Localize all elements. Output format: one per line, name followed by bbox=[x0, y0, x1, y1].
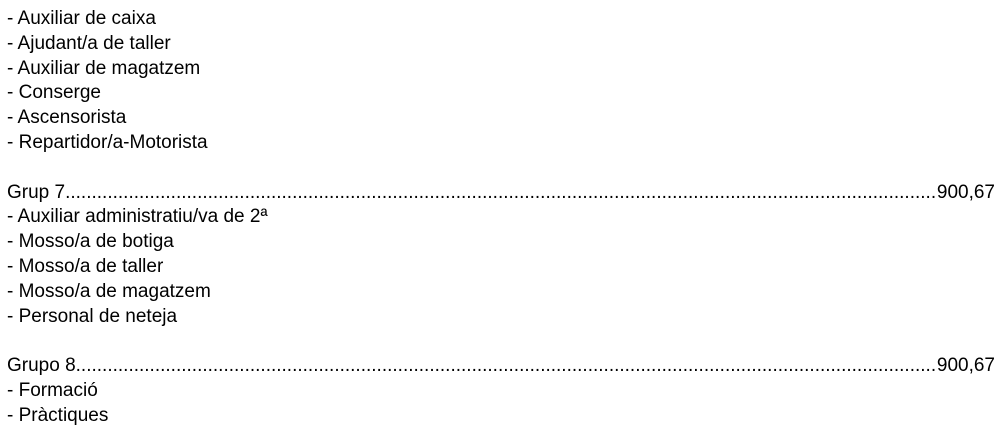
list-item: - Ajudant/a de taller bbox=[7, 32, 171, 54]
list-item: - Auxiliar de magatzem bbox=[7, 57, 201, 79]
group-amount: 900,67 bbox=[936, 181, 995, 203]
document-body: - Auxiliar de caixa - Ajudant/a de talle… bbox=[7, 7, 995, 429]
list-item: - Pràctiques bbox=[7, 404, 109, 426]
dot-leader bbox=[65, 181, 937, 206]
list-item: - Formació bbox=[7, 379, 98, 401]
list-item: - Repartidor/a-Motorista bbox=[7, 131, 208, 153]
list-item: - Ascensorista bbox=[7, 107, 127, 129]
list-item: - Personal de neteja bbox=[7, 305, 178, 327]
list-item: - Conserge bbox=[7, 82, 101, 104]
list-item: - Mosso/a de magatzem bbox=[7, 280, 211, 302]
group-heading: Grupo 8 900,67 bbox=[7, 354, 995, 379]
list-item: - Auxiliar de caixa bbox=[7, 8, 156, 29]
list-item: - Auxiliar administratiu/va de 2ª bbox=[7, 206, 268, 228]
group-heading: Grup 7 900,67 bbox=[7, 181, 995, 206]
dot-leader bbox=[76, 354, 937, 379]
group-name: Grupo 8 bbox=[7, 355, 76, 377]
group-amount: 900,67 bbox=[936, 355, 995, 377]
list-item: - Mosso/a de botiga bbox=[7, 231, 174, 253]
list-item: - Mosso/a de taller bbox=[7, 255, 164, 277]
group-name: Grup 7 bbox=[7, 181, 66, 203]
